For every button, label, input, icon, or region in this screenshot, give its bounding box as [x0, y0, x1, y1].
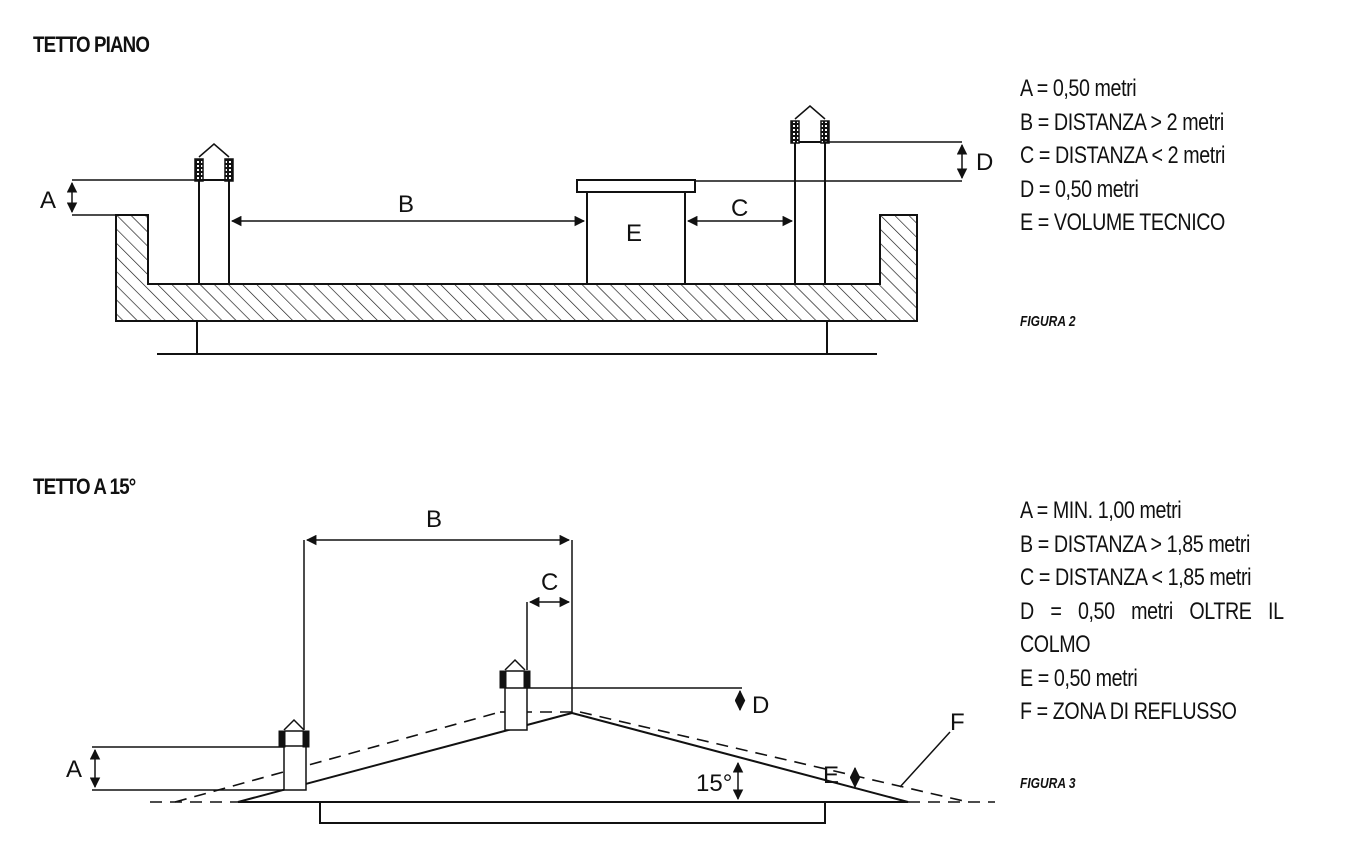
roof-slope-right: [571, 712, 909, 803]
legend-item-d: D = 0,50 metri: [1020, 175, 1139, 203]
figure2-caption: FIGURA 2: [1020, 313, 1076, 330]
fig2-label-e: E: [626, 220, 642, 247]
fig3-label-c: C: [541, 569, 558, 596]
technical-volume: [576, 179, 696, 285]
figure2-legend: A = 0,50 metri B = DISTANZA > 2 metri C …: [1020, 72, 1225, 240]
legend-item-a: A = 0,50 metri: [1020, 75, 1137, 102]
pitched-roof-base: [319, 802, 826, 824]
legend-item-c: C = DISTANZA < 2 metri: [1020, 142, 1225, 169]
chimney-left: [278, 718, 310, 791]
pitched-roof-diagram: [89, 534, 995, 824]
legend-item-f: F = ZONA DI REFLUSSO: [1020, 698, 1237, 725]
legend-item-e: E = 0,50 metri: [1020, 664, 1138, 692]
fig3-label-angle: 15°: [696, 770, 732, 797]
fig3-label-e: E: [823, 762, 839, 789]
figure3-legend: A = MIN. 1,00 metri B = DISTANZA > 1,85 …: [1020, 494, 1284, 729]
fig3-label-f: F: [950, 709, 965, 736]
fig2-label-a: A: [40, 187, 56, 214]
chimney-right: [790, 105, 830, 285]
legend-item-d: D = 0,50 metri OLTRE IL: [1020, 597, 1284, 625]
fig3-label-b: B: [426, 506, 442, 533]
flat-roof-diagram: [66, 105, 968, 355]
legend-item-b: B = DISTANZA > 2 metri: [1020, 108, 1224, 136]
fig3-label-a: A: [66, 756, 82, 783]
fig2-label-d: D: [976, 149, 993, 176]
flat-roof-slab: [115, 214, 918, 322]
figure3-caption: FIGURA 3: [1020, 775, 1076, 792]
legend-item-d-cont: COLMO: [1020, 631, 1091, 658]
figure3-title: TETTO A 15°: [33, 474, 136, 499]
fig3-label-d: D: [752, 692, 769, 719]
reflux-zone-lines: [150, 711, 995, 803]
chimney-left: [194, 143, 234, 285]
fig2-label-c: C: [731, 195, 748, 222]
figure2-title: TETTO PIANO: [33, 32, 150, 57]
legend-item-a: A = MIN. 1,00 metri: [1020, 497, 1182, 524]
chimney-ridge: [499, 658, 531, 731]
legend-item-e: E = VOLUME TECNICO: [1020, 209, 1225, 236]
fig2-label-b: B: [398, 191, 414, 218]
legend-item-b: B = DISTANZA > 1,85 metri: [1020, 530, 1251, 558]
legend-item-c: C = DISTANZA < 1,85 metri: [1020, 564, 1252, 591]
